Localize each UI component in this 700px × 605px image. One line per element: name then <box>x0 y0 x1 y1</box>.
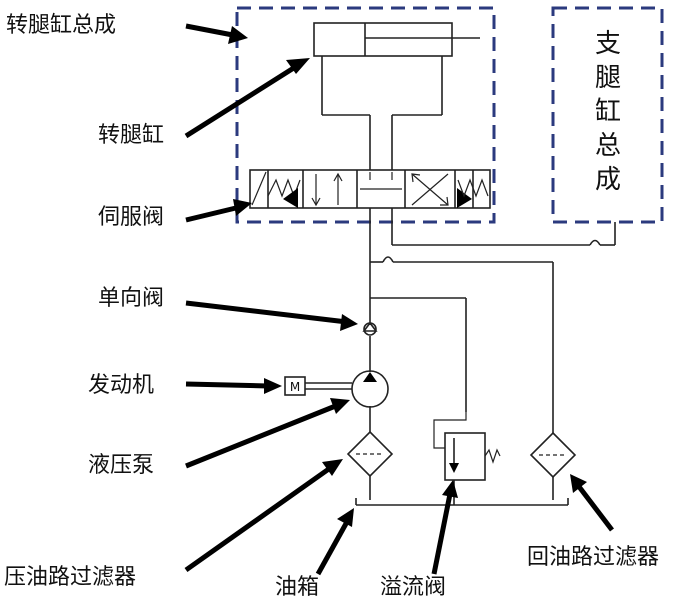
label-servo-valve: 伺服阀 <box>98 205 164 230</box>
motor-letter: M <box>290 380 300 394</box>
label-pressure-filter: 压油路过滤器 <box>4 565 136 590</box>
hydraulic-lines <box>355 208 616 506</box>
label-oil-tank: 油箱 <box>275 575 319 600</box>
arrow-engine <box>185 381 269 389</box>
relief-valve-symbol <box>433 412 501 481</box>
servo-valve-symbol <box>249 169 491 209</box>
support-char-4: 总 <box>595 131 621 161</box>
arrow-rotary-cylinder <box>184 61 302 139</box>
rotary-cylinder-symbol <box>313 22 480 170</box>
arrow-rotary-cylinder-assembly <box>185 23 239 39</box>
rotary-cylinder-assembly-box <box>235 6 496 224</box>
labels: 转腿缸总成 转腿缸 伺服阀 单向阀 发动机 液压泵 压油路过滤器 油箱 溢流阀 … <box>4 13 659 600</box>
label-hydraulic-pump: 液压泵 <box>88 453 154 478</box>
label-check-valve: 单向阀 <box>98 286 164 311</box>
callout-arrows <box>184 23 614 576</box>
arrow-hydraulic-pump <box>185 402 339 469</box>
arrow-check-valve <box>185 300 348 325</box>
arrow-servo-valve <box>185 204 241 223</box>
check-valve-symbol <box>362 321 378 336</box>
label-return-filter: 回油路过滤器 <box>527 545 659 570</box>
support-cylinder-assembly-label: 支 腿 缸 总 成 <box>595 29 621 195</box>
support-char-1: 支 <box>595 29 621 59</box>
pressure-filter-symbol <box>346 430 394 478</box>
return-filter-symbol <box>529 431 577 479</box>
support-char-5: 成 <box>595 165 621 195</box>
support-char-2: 腿 <box>595 63 621 93</box>
label-rotary-cylinder: 转腿缸 <box>98 123 164 148</box>
engine-symbol: M <box>284 376 352 396</box>
support-cylinder-assembly-box <box>551 6 664 224</box>
arrow-pressure-filter <box>184 463 335 573</box>
label-rotary-cylinder-assembly: 转腿缸总成 <box>6 13 116 38</box>
support-char-3: 缸 <box>595 97 621 127</box>
pump-symbol <box>351 370 389 408</box>
arrow-oil-tank <box>315 518 351 576</box>
label-engine: 发动机 <box>88 373 154 398</box>
arrow-return-filter <box>575 482 614 532</box>
label-relief-valve: 溢流阀 <box>380 575 446 600</box>
arrow-relief-valve <box>431 493 453 575</box>
